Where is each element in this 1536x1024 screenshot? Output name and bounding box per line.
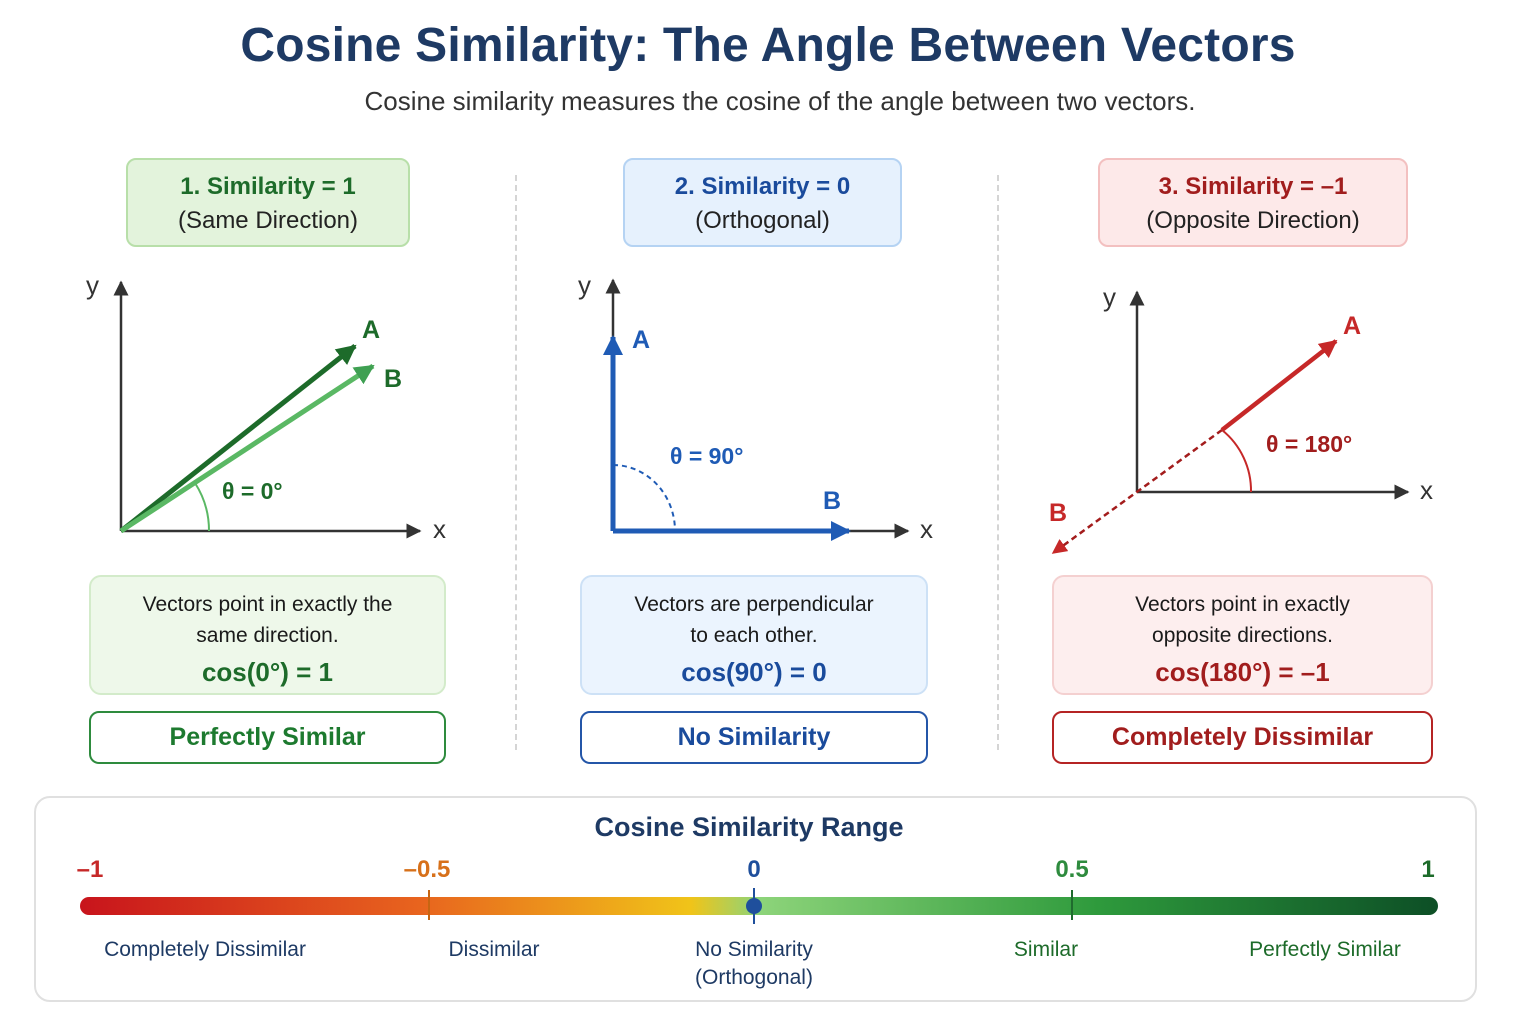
- panel-1-angle-label: θ = 0°: [222, 478, 283, 504]
- panel-3-vector-b-label: B: [1049, 499, 1067, 527]
- panel-2-subheading: (Orthogonal): [695, 207, 830, 234]
- panel-3-vector-a-label: A: [1343, 312, 1361, 340]
- range-zone-label: Perfectly Similar: [1249, 938, 1401, 961]
- panel-3-vector-b: [1051, 428, 1223, 555]
- range-zone-label: Dissimilar: [448, 938, 540, 961]
- panel-2-verdict: No Similarity: [580, 711, 928, 764]
- column-divider: [997, 175, 999, 750]
- panel-3-description-line: Vectors point in exactly: [1135, 593, 1350, 616]
- range-zero-marker: [746, 898, 762, 914]
- range-zone-label-line: No Similarity: [695, 938, 813, 961]
- range-zone-label: Completely Dissimilar: [104, 938, 306, 961]
- panel-2-vector-plot: x y A B θ = 90°: [578, 270, 933, 544]
- range-tick-zero: 0: [747, 856, 761, 883]
- panel-2-x-label: x: [920, 514, 933, 544]
- panel-3-description-box: Vectors point in exactly opposite direct…: [1052, 575, 1433, 695]
- range-tick-minus-half: –0.5: [403, 856, 451, 883]
- range-gradient-bar: [80, 888, 1438, 924]
- column-divider: [515, 175, 517, 750]
- panel-3-angle-arc: [1221, 429, 1253, 493]
- range-title: Cosine Similarity Range: [594, 812, 904, 842]
- panel-2-description-box: Vectors are perpendicular to each other.…: [580, 575, 928, 695]
- panel-3-vector-plot: x y A B θ = 180°: [1049, 282, 1433, 555]
- panel-1-description-box: Vectors point in exactly the same direct…: [89, 575, 446, 695]
- panel-3-heading-box: 3. Similarity = –1 (Opposite Direction): [1098, 158, 1408, 247]
- panel-1-y-label: y: [86, 270, 99, 300]
- panel-2-heading: 2. Similarity = 0: [674, 173, 851, 200]
- range-tick-half: 0.5: [1055, 856, 1089, 883]
- panel-1-description-line: same direction.: [196, 624, 339, 647]
- panel-1-angle-arc: [194, 482, 211, 532]
- panel-1-vector-a-label: A: [362, 316, 380, 344]
- panel-2-y-label: y: [578, 270, 591, 300]
- panel-2-description-line: to each other.: [690, 624, 818, 647]
- range-tick-minus-one: –1: [76, 856, 104, 883]
- panel-3-subheading: (Opposite Direction): [1146, 207, 1360, 234]
- panel-1-vector-plot: x y A B θ = 0°: [86, 270, 446, 544]
- panel-3-description-line: opposite directions.: [1152, 624, 1333, 647]
- panel-1-vector-a: [119, 344, 357, 533]
- panel-2-angle-label: θ = 90°: [670, 443, 743, 469]
- panel-1-vector-b: [119, 363, 375, 534]
- panel-3-x-label: x: [1420, 475, 1433, 505]
- panel-2-vector-a-label: A: [632, 326, 650, 354]
- panel-3-formula: cos(180°) = –1: [1155, 657, 1330, 687]
- range-zone-label-line: (Orthogonal): [695, 966, 813, 989]
- panel-1-verdict: Perfectly Similar: [89, 711, 446, 764]
- panel-1-x-label: x: [433, 514, 446, 544]
- range-tick-one: 1: [1421, 856, 1435, 883]
- page-subtitle: Cosine similarity measures the cosine of…: [364, 86, 1196, 116]
- panel-2-vector-b-label: B: [823, 487, 841, 515]
- range-zone-label: Similar: [1013, 938, 1079, 961]
- panel-1-vector-b-label: B: [384, 365, 402, 393]
- panel-3-heading: 3. Similarity = –1: [1158, 173, 1348, 200]
- page-title: Cosine Similarity: The Angle Between Vec…: [240, 19, 1296, 72]
- range-zone-label: No Similarity (Orthogonal): [664, 936, 844, 992]
- panel-1-formula: cos(0°) = 1: [201, 657, 334, 687]
- panel-2-angle-arc: [612, 464, 676, 532]
- panel-2-formula: cos(90°) = 0: [681, 657, 827, 687]
- panel-3-vector-a: [1220, 339, 1338, 432]
- panel-3-verdict: Completely Dissimilar: [1052, 711, 1433, 764]
- panel-1-heading-box: 1. Similarity = 1 (Same Direction): [126, 158, 410, 247]
- panel-2-description-line: Vectors are perpendicular: [634, 593, 874, 616]
- panel-3-angle-label: θ = 180°: [1266, 431, 1352, 457]
- panel-1-heading: 1. Similarity = 1: [180, 173, 356, 200]
- panel-1-subheading: (Same Direction): [177, 207, 359, 234]
- panel-1-description-line: Vectors point in exactly the: [142, 593, 393, 616]
- panel-2-heading-box: 2. Similarity = 0 (Orthogonal): [623, 158, 902, 247]
- panel-3-y-label: y: [1103, 282, 1116, 312]
